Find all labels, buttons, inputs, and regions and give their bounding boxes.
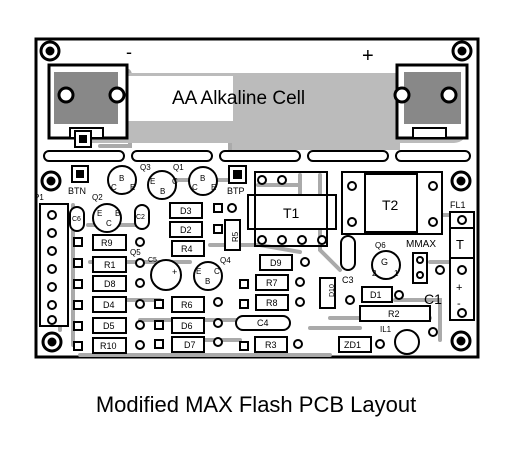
btp-label: BTP	[227, 186, 245, 196]
q4-pin-c: C	[214, 267, 220, 276]
c6-label: C6	[72, 216, 81, 223]
battery-title: AA Alkaline Cell	[172, 88, 305, 109]
connector-p1-pins	[47, 210, 57, 325]
d10-label: D10	[329, 284, 336, 297]
zd1-label: ZD1	[344, 340, 361, 350]
r7-label: R7	[266, 278, 278, 288]
q6-pin-g: G	[381, 257, 388, 267]
transistor-q6	[371, 250, 401, 280]
q4-label: Q4	[220, 256, 231, 265]
battery-minus-label: -	[126, 42, 132, 62]
c1-label: C1	[424, 291, 442, 307]
q2-pin-b: B	[115, 209, 120, 218]
r8-label: R8	[266, 298, 278, 308]
d6-label: D6	[181, 321, 193, 331]
transistor-q1-left	[147, 170, 177, 200]
il1-label: IL1	[380, 325, 392, 334]
r3-label: R3	[265, 340, 277, 350]
q3-label: Q3	[140, 163, 151, 172]
q1b-pin-b: B	[200, 174, 205, 183]
component-bodies	[92, 202, 431, 354]
d1-label: D1	[370, 290, 382, 300]
q1a-pin-b: B	[160, 187, 165, 196]
board-slots	[43, 150, 471, 162]
r9-label: R9	[101, 238, 113, 248]
transformer-t1	[247, 194, 337, 230]
c3-label: C3	[342, 275, 354, 285]
battery-plus-label: +	[362, 45, 374, 67]
q6-pin-2: 2	[372, 269, 377, 278]
d9-label: D9	[270, 258, 282, 268]
fl1-label: FL1	[450, 200, 466, 210]
capacitor-c2	[134, 204, 150, 230]
c5-label: C5	[148, 257, 157, 264]
transistor-q3	[107, 165, 137, 195]
capacitor-c3	[340, 235, 356, 271]
transistor-q2	[92, 203, 122, 233]
r10-label: R10	[100, 341, 117, 351]
q1b-pin-e: E	[211, 183, 216, 192]
d4-label: D4	[103, 300, 115, 310]
transformer-t2-core	[364, 173, 418, 233]
battery-shade-inner	[118, 76, 233, 121]
c5-plus: +	[172, 267, 177, 277]
fl1-t-label: T	[456, 237, 464, 252]
transformer-t1-frame	[254, 171, 328, 247]
r2-label: R2	[388, 309, 400, 319]
p1-label: P1	[34, 193, 44, 202]
lamp-il1	[394, 329, 420, 355]
flash-fl1-top	[449, 227, 475, 259]
t2-label: T2	[382, 197, 399, 213]
q1a-pin-e: E	[150, 177, 155, 186]
battery-clip-right	[393, 63, 469, 140]
c2-label: C2	[136, 214, 145, 221]
q1-label: Q1	[173, 163, 184, 172]
q2-pin-c: C	[106, 219, 112, 228]
c4-label: C4	[257, 318, 269, 328]
d8-label: D8	[104, 279, 116, 289]
q2-label: Q2	[92, 193, 103, 202]
q5-label: Q5	[130, 248, 141, 257]
transistor-q4	[193, 261, 223, 291]
q3-pin-b: B	[119, 174, 124, 183]
mmax-label: MMAX	[406, 239, 436, 250]
q3-pin-e: E	[130, 183, 135, 192]
r5-label: R5	[231, 231, 240, 242]
q6-label: Q6	[375, 241, 386, 250]
capacitor-c6	[69, 206, 85, 232]
q1b-pin-c: C	[192, 183, 198, 192]
q4-pin-e: E	[196, 267, 201, 276]
btn-label: BTN	[68, 186, 86, 196]
capacitor-c4	[235, 315, 291, 331]
d5-label: D5	[103, 321, 115, 331]
button-pads	[71, 165, 247, 184]
transistor-q1-right	[188, 166, 218, 196]
solder-pads	[73, 175, 467, 351]
d2-label: D2	[180, 225, 192, 235]
q4-pin-b: B	[205, 277, 210, 286]
figure-caption: Modified MAX Flash PCB Layout	[95, 392, 417, 417]
q1a-pin-c: C	[172, 177, 178, 186]
q3-pin-c: C	[111, 183, 117, 192]
component-labels: R9 R1 D8 D4 D5 R10 D3 D2 R4 R6 D6 D7 R5 …	[100, 206, 400, 351]
d7-label: D7	[184, 340, 196, 350]
battery-clip-left	[47, 63, 129, 148]
fl1-plus: +	[456, 282, 462, 294]
r6-label: R6	[181, 300, 193, 310]
t1-label: T1	[283, 205, 300, 221]
r4-label: R4	[181, 244, 193, 254]
capacitor-c5	[150, 259, 182, 291]
q2-pin-e: E	[97, 209, 102, 218]
q6-pin-1: 1	[394, 269, 399, 278]
mounting-holes	[39, 40, 473, 353]
fl1-minus: -	[457, 298, 461, 310]
r1-label: R1	[104, 260, 116, 270]
d3-label: D3	[180, 206, 192, 216]
